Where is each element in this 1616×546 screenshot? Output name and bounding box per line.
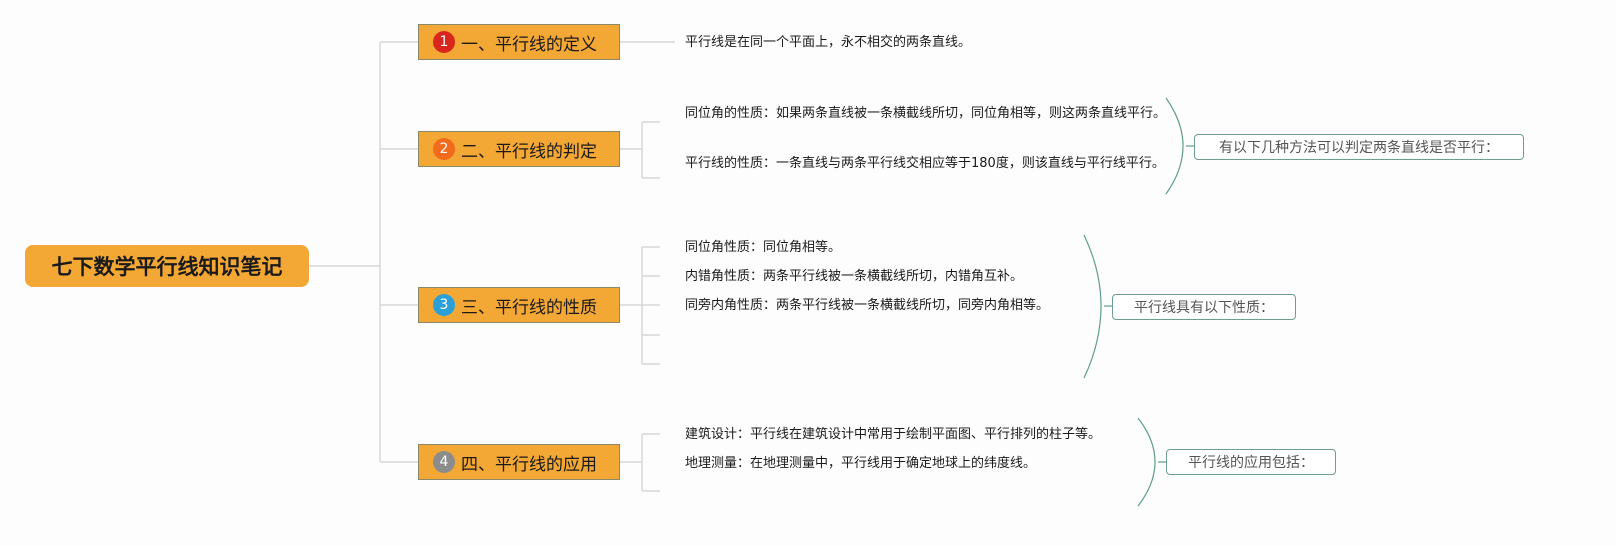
number-badge-icon: 2 <box>433 138 455 160</box>
leaf-applications-1[interactable]: 建筑设计：平行线在建筑设计中常用于绘制平面图、平行排列的柱子等。 <box>685 427 1102 442</box>
number-badge-icon: 3 <box>433 294 455 316</box>
summary-applications[interactable]: 平行线的应用包括： <box>1166 449 1336 475</box>
summary-brace-4 <box>1137 417 1156 507</box>
leaf-properties-1[interactable]: 同位角性质：同位角相等。 <box>685 240 842 255</box>
branch-node-applications[interactable]: 4 四、平行线的应用 <box>418 444 620 480</box>
branch-label: 四、平行线的应用 <box>461 454 597 475</box>
branch-node-definition[interactable]: 1 一、平行线的定义 <box>418 24 620 60</box>
root-label: 七下数学平行线知识笔记 <box>51 255 283 279</box>
summary-label: 平行线的应用包括： <box>1188 455 1314 471</box>
summary-label: 有以下几种方法可以判定两条直线是否平行： <box>1219 140 1499 156</box>
leaf-determination-1[interactable]: 同位角的性质：如果两条直线被一条横截线所切，同位角相等，则这两条直线平行。 <box>685 106 1167 121</box>
number-badge-icon: 4 <box>433 451 455 473</box>
leaf-properties-3[interactable]: 同旁内角性质：两条平行线被一条横截线所切，同旁内角相等。 <box>685 298 1050 313</box>
summary-brace-3 <box>1083 234 1102 379</box>
root-node[interactable]: 七下数学平行线知识笔记 <box>25 245 309 287</box>
number-badge-icon: 1 <box>433 31 455 53</box>
leaf-connector-3 <box>620 246 660 365</box>
leaf-connector-2 <box>620 121 660 179</box>
summary-label: 平行线具有以下性质： <box>1134 300 1274 316</box>
branch-label: 三、平行线的性质 <box>461 297 597 318</box>
branch-node-determination[interactable]: 2 二、平行线的判定 <box>418 131 620 167</box>
summary-brace-2 <box>1165 97 1184 195</box>
leaf-determination-2[interactable]: 平行线的性质：一条直线与两条平行线交相应等于180度，则该直线与平行线平行。 <box>685 156 1165 171</box>
branch-label: 一、平行线的定义 <box>461 34 597 55</box>
leaf-applications-2[interactable]: 地理测量：在地理测量中，平行线用于确定地球上的纬度线。 <box>685 456 1037 471</box>
summary-determination[interactable]: 有以下几种方法可以判定两条直线是否平行： <box>1194 134 1524 160</box>
leaf-connector-4 <box>620 433 660 492</box>
leaf-properties-2[interactable]: 内错角性质：两条平行线被一条横截线所切，内错角互补。 <box>685 269 1024 284</box>
leaf-definition-1[interactable]: 平行线是在同一个平面上，永不相交的两条直线。 <box>685 35 972 50</box>
branch-label: 二、平行线的判定 <box>461 141 597 162</box>
branch-node-properties[interactable]: 3 三、平行线的性质 <box>418 287 620 323</box>
summary-properties[interactable]: 平行线具有以下性质： <box>1112 294 1296 320</box>
